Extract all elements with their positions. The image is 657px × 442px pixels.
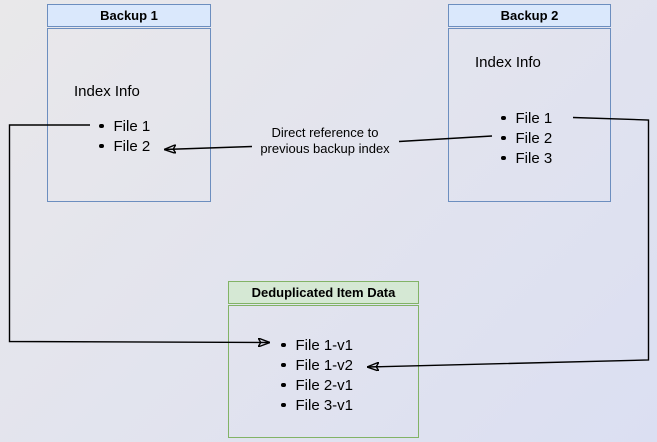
backup1-body: Index Info File 1 File 2 <box>47 28 211 202</box>
list-item: File 1 <box>99 116 150 136</box>
list-item-label: File 2 <box>113 137 151 155</box>
bullet-icon <box>501 155 506 161</box>
list-item: File 3 <box>501 148 552 168</box>
list-item-label: File 1 <box>515 109 553 127</box>
list-item-label: File 3 <box>515 149 553 167</box>
list-item: File 3-v1 <box>281 395 353 415</box>
list-item-label: File 3-v1 <box>295 396 354 414</box>
backup2-box: Backup 2 Index Info File 1 File 2 File 3 <box>448 4 611 202</box>
bullet-icon <box>99 143 104 149</box>
bullet-icon <box>501 135 506 141</box>
backup2-subtitle: Index Info <box>475 54 541 71</box>
list-item-label: File 2-v1 <box>295 376 354 394</box>
bullet-icon <box>281 382 286 388</box>
direct-reference-label: Direct reference to previous backup inde… <box>240 125 410 157</box>
backup2-file-list: File 1 File 2 File 3 <box>501 108 552 168</box>
list-item: File 2 <box>501 128 552 148</box>
dedup-body: File 1-v1 File 1-v2 File 2-v1 File 3-v1 <box>228 305 419 438</box>
backup2-title: Backup 2 <box>448 4 611 27</box>
list-item-label: File 2 <box>515 129 553 147</box>
bullet-icon <box>281 342 286 348</box>
dedup-file-list: File 1-v1 File 1-v2 File 2-v1 File 3-v1 <box>281 335 353 415</box>
list-item: File 1-v2 <box>281 355 353 375</box>
list-item-label: File 1-v2 <box>295 356 354 374</box>
backup2-body: Index Info File 1 File 2 File 3 <box>448 28 611 202</box>
list-item: File 2 <box>99 136 150 156</box>
direct-reference-label-line2: previous backup index <box>260 141 390 156</box>
dedup-box: Deduplicated Item Data File 1-v1 File 1-… <box>228 281 419 438</box>
bullet-icon <box>281 362 286 368</box>
bullet-icon <box>501 115 506 121</box>
dedup-title: Deduplicated Item Data <box>228 281 419 304</box>
backup1-subtitle: Index Info <box>74 83 140 100</box>
list-item: File 2-v1 <box>281 375 353 395</box>
backup1-file-list: File 1 File 2 <box>99 116 150 156</box>
backup1-title: Backup 1 <box>47 4 211 27</box>
list-item: File 1 <box>501 108 552 128</box>
list-item-label: File 1 <box>113 117 151 135</box>
bullet-icon <box>281 402 286 408</box>
bullet-icon <box>99 123 104 129</box>
direct-reference-label-line1: Direct reference to <box>271 125 379 140</box>
backup1-box: Backup 1 Index Info File 1 File 2 <box>47 4 211 202</box>
list-item-label: File 1-v1 <box>295 336 354 354</box>
list-item: File 1-v1 <box>281 335 353 355</box>
